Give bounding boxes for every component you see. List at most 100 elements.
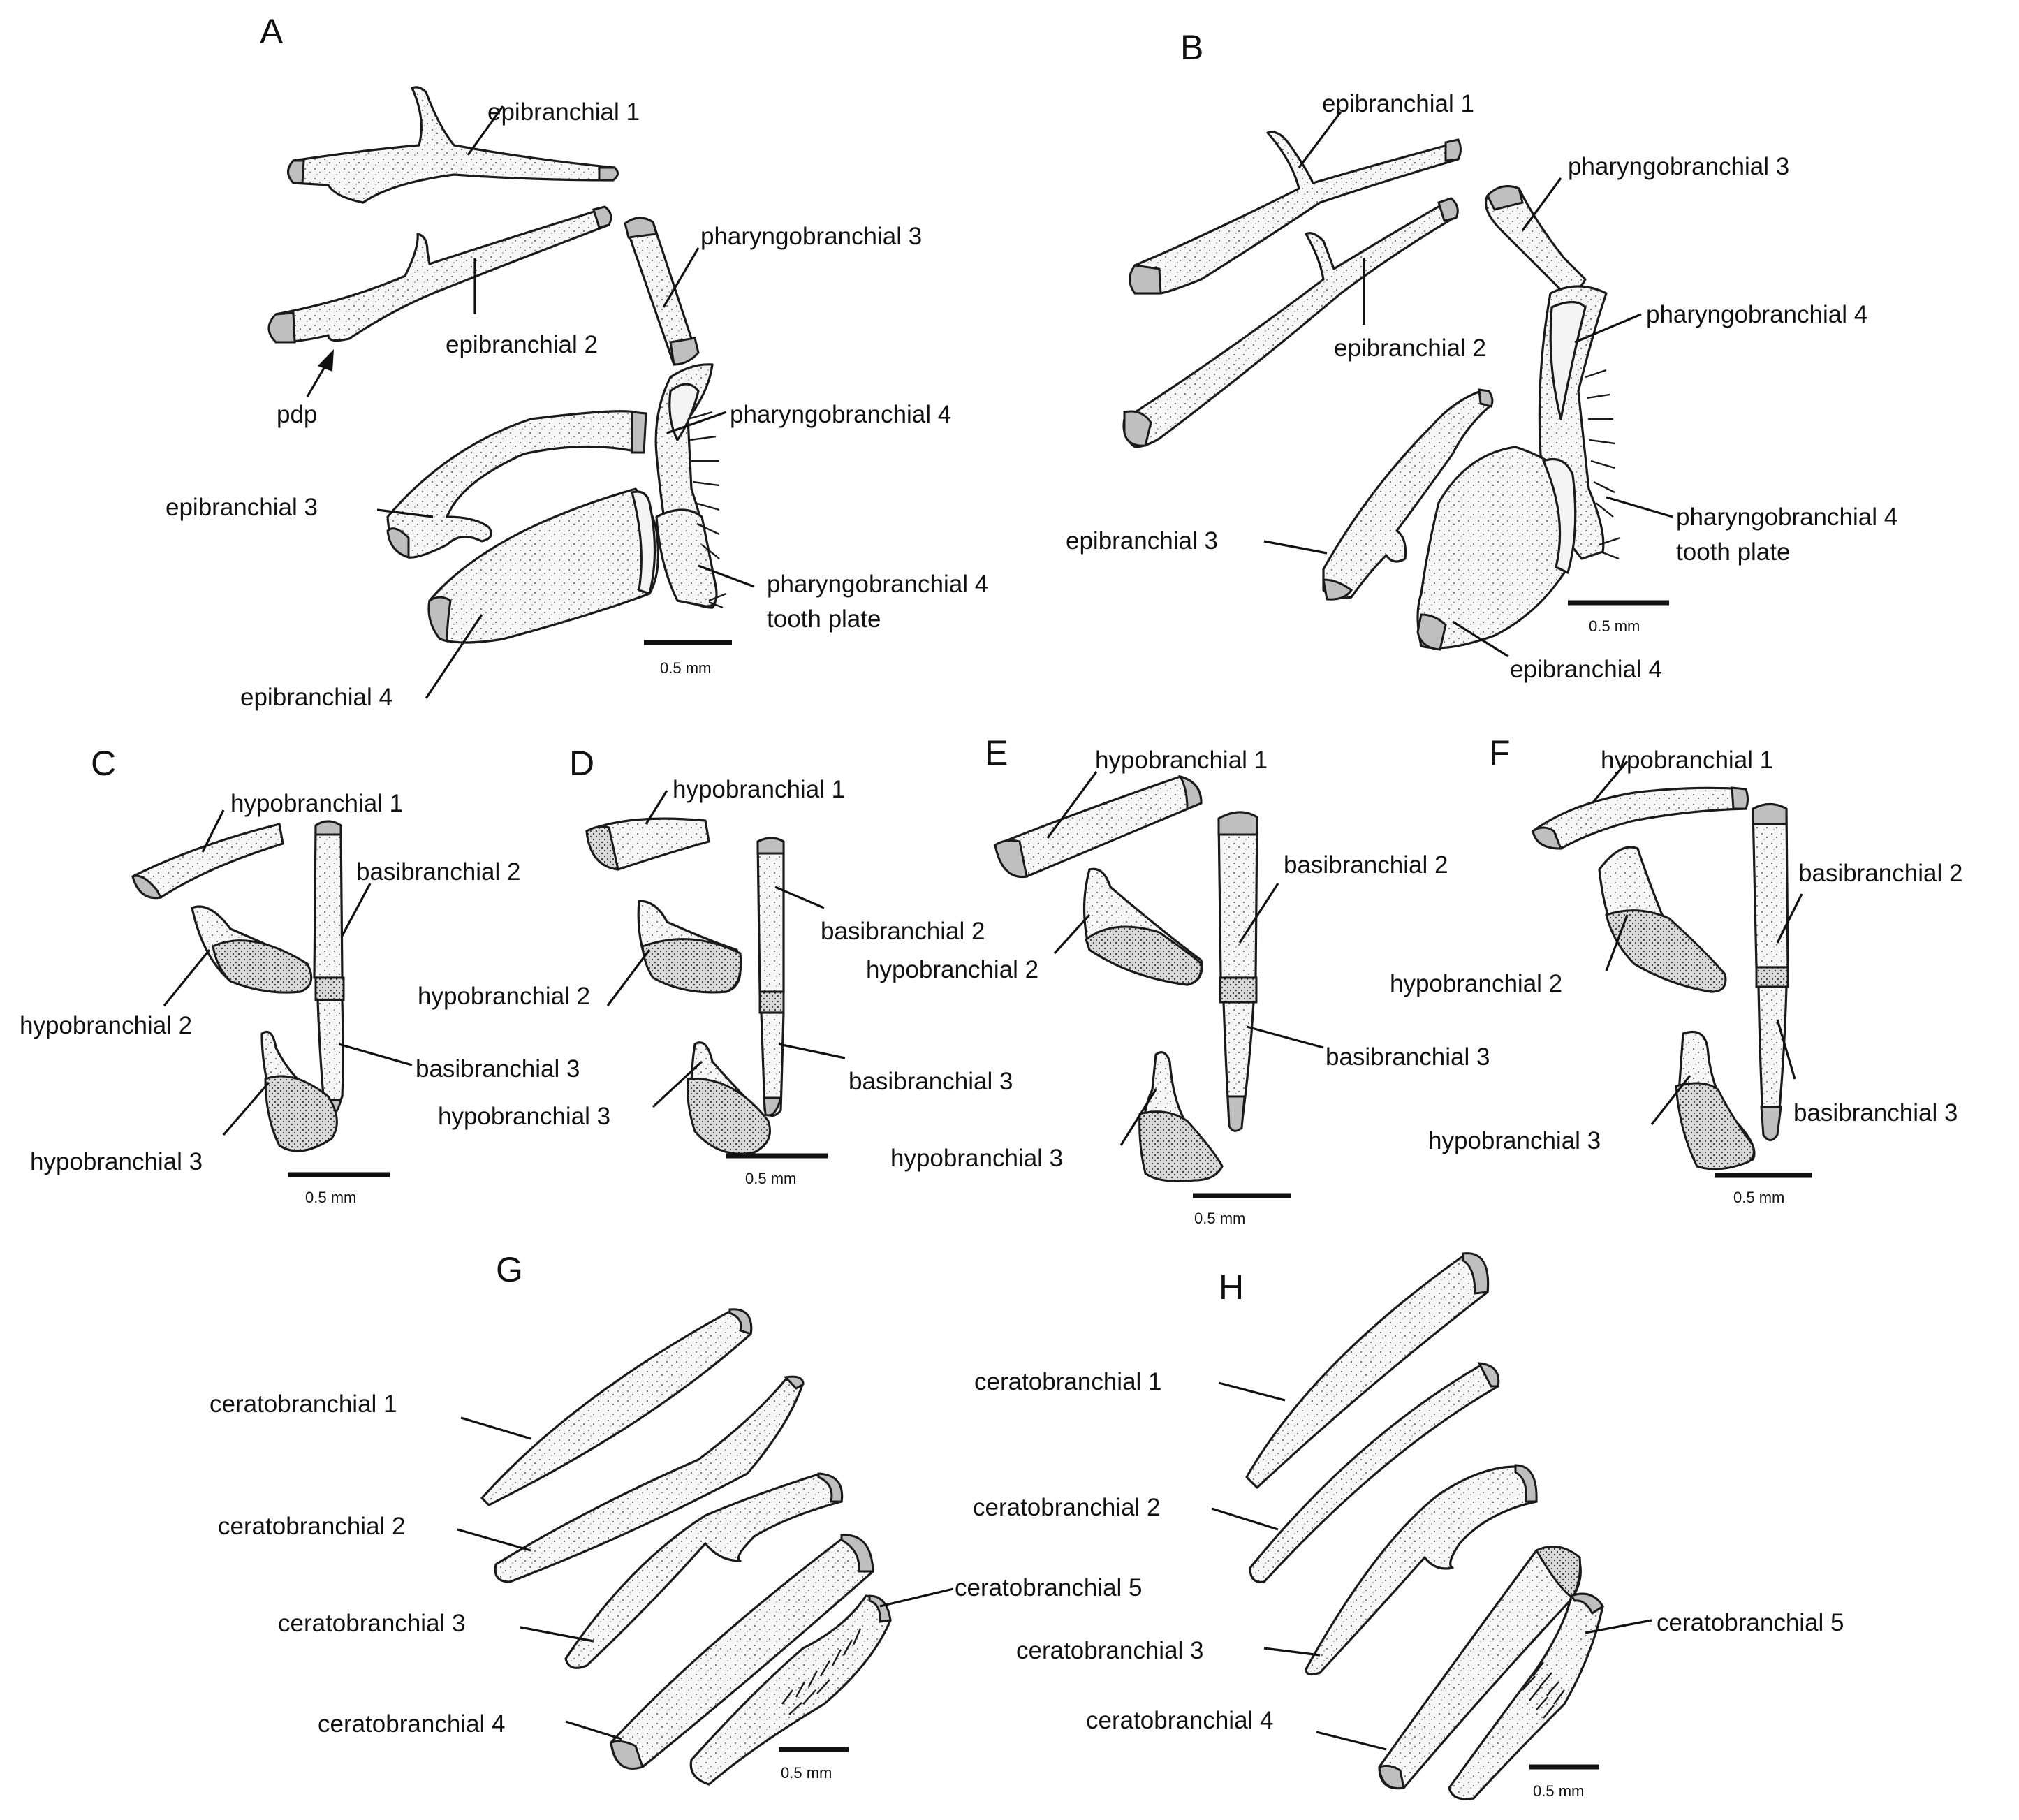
label-b-epibranchial-3: epibranchial 3 [1066, 527, 1218, 555]
epibranchial-4-bone-b [1416, 446, 1577, 651]
label-a-epibranchial-3: epibranchial 3 [166, 494, 318, 521]
label-c-basibranchial-3: basibranchial 3 [416, 1055, 580, 1083]
leader-a-pharyngobranchial-4 [666, 411, 727, 434]
hypobranchial-1-bone-f [1532, 786, 1749, 850]
label-e-hypobranchial-2: hypobranchial 2 [866, 956, 1038, 983]
label-h-ceratobranchial-4: ceratobranchial 4 [1086, 1707, 1274, 1734]
panel-e: E hypobranchial 1 basibranchial 2 basibr… [866, 733, 1490, 1227]
leader-f-hypobranchial-3 [1650, 1075, 1691, 1125]
leader-f-hypobranchial-2 [1605, 914, 1629, 971]
leader-f-basibranchial-2 [1776, 893, 1803, 944]
basibranchial-3-bone-e [1222, 1001, 1255, 1132]
leader-e-hypobranchial-3 [1119, 1089, 1157, 1146]
label-h-ceratobranchial-1: ceratobranchial 1 [974, 1368, 1162, 1395]
leader-b-epibranchial-3 [1263, 540, 1328, 555]
label-f-basibranchial-3: basibranchial 3 [1793, 1099, 1958, 1127]
basibranchial-2-bone-f [1752, 802, 1789, 988]
leader-h-ceratobranchial-5 [1585, 1619, 1652, 1634]
panel-f: F hypobranchial 1 basibranchial 2 basibr… [1390, 733, 1962, 1206]
hypobranchial-3-bone-d [686, 1041, 771, 1155]
leader-a-pharyngobranchial-3 [662, 247, 700, 308]
panel-letter-d: D [569, 744, 594, 783]
panel-letter-a: A [260, 12, 284, 51]
panel-h: H ceratobranchial 1 ceratobranchial 2 ce… [973, 1252, 1844, 1800]
panel-b: B epibranchial 1 epibranchial 2 pharyngo… [1066, 28, 1897, 683]
leader-g-ceratobranchial-1 [460, 1416, 531, 1440]
label-a-epibranchial-4: epibranchial 4 [240, 684, 392, 711]
hypobranchial-1-bone-d [585, 817, 710, 871]
label-b-epibranchial-4: epibranchial 4 [1510, 656, 1662, 683]
leader-a-epibranchial-3 [376, 508, 434, 518]
leader-b-pharyngobranchial-3 [1521, 177, 1562, 231]
leader-h-ceratobranchial-3 [1263, 1647, 1321, 1657]
leader-g-ceratobranchial-3 [520, 1626, 594, 1643]
epibranchial-3-bone [386, 410, 647, 559]
label-b-pharyngobranchial-3: pharyngobranchial 3 [1568, 153, 1789, 180]
label-h-ceratobranchial-2: ceratobranchial 2 [973, 1494, 1161, 1521]
leader-d-basibranchial-3 [778, 1043, 846, 1059]
leader-c-hypobranchial-2 [163, 948, 211, 1007]
panel-g: G ceratobranchial 1 ceratobranchial 2 ce… [210, 1250, 1143, 1786]
leader-d-hypobranchial-3 [652, 1060, 703, 1108]
ceratobranchial-5-bone-g [689, 1594, 892, 1786]
scale-label-e: 0.5 mm [1194, 1210, 1245, 1227]
label-a-pdp: pdp [277, 401, 317, 428]
hypobranchial-3-bone-e [1138, 1051, 1224, 1182]
hypobranchial-2-bone-f [1598, 846, 1727, 993]
panel-letter-b: B [1180, 28, 1203, 67]
label-d-hypobranchial-3: hypobranchial 3 [438, 1103, 610, 1130]
ceratobranchial-1-bone-h [1245, 1252, 1490, 1489]
label-c-hypobranchial-1: hypobranchial 1 [230, 790, 403, 817]
ceratobranchial-1-bone-g [480, 1308, 753, 1506]
label-a-tooth-plate-line1: pharyngobranchial 4 [767, 571, 988, 598]
epibranchial-1-bone-b [1129, 131, 1462, 295]
leader-b-pharyngobranchial-4 [1574, 313, 1642, 344]
label-d-basibranchial-2: basibranchial 2 [821, 918, 985, 945]
pharyngobranchial-3-bone-b [1484, 185, 1587, 295]
ceratobranchial-2-bone-g [494, 1375, 805, 1583]
panel-c: C hypobranchial 1 basibranchial 2 basibr… [20, 744, 580, 1206]
label-b-epibranchial-2: epibranchial 2 [1334, 335, 1486, 362]
label-g-ceratobranchial-2: ceratobranchial 2 [218, 1513, 406, 1540]
leader-b-tooth-plate [1606, 496, 1673, 518]
ceratobranchial-3-bone-h [1305, 1464, 1538, 1676]
basibranchial-3-bone-f [1757, 985, 1788, 1141]
leader-e-basibranchial-3 [1246, 1025, 1324, 1049]
basibranchial-2-bone-d [756, 837, 785, 1014]
label-g-ceratobranchial-1: ceratobranchial 1 [210, 1390, 397, 1418]
leader-g-ceratobranchial-5 [879, 1587, 954, 1608]
hypobranchial-2-bone-e [1082, 867, 1203, 986]
hypobranchial-2-bone-c [191, 905, 313, 994]
ceratobranchial-4-bone-g [610, 1534, 874, 1770]
epibranchial-3-bone-b [1322, 388, 1494, 601]
leader-c-basibranchial-3 [338, 1043, 413, 1066]
leader-b-epibranchial-4 [1452, 620, 1509, 658]
leader-d-hypobranchial-2 [606, 949, 651, 1006]
leader-d-basibranchial-2 [774, 886, 825, 909]
panel-a: A epibranchial 1 epibranchial 2 pdp phar… [166, 12, 988, 711]
leader-f-hypobranchial-1 [1591, 760, 1629, 805]
hypobranchial-1-bone-e [994, 775, 1203, 879]
epibranchial-4-bone [427, 487, 660, 644]
label-c-hypobranchial-3: hypobranchial 3 [30, 1148, 203, 1175]
scale-label-f: 0.5 mm [1733, 1189, 1784, 1206]
basibranchial-2-bone-c [313, 820, 345, 1001]
leader-a-epibranchial-4 [425, 614, 483, 699]
ceratobranchial-3-bone-g [564, 1472, 844, 1669]
leader-h-ceratobranchial-1 [1218, 1381, 1286, 1402]
scale-label-b: 0.5 mm [1589, 617, 1640, 635]
label-d-hypobranchial-1: hypobranchial 1 [673, 776, 845, 803]
leader-g-ceratobranchial-2 [457, 1528, 531, 1552]
label-g-ceratobranchial-5: ceratobranchial 5 [955, 1574, 1143, 1601]
label-b-epibranchial-1: epibranchial 1 [1322, 90, 1474, 117]
label-h-ceratobranchial-5: ceratobranchial 5 [1657, 1609, 1844, 1636]
label-c-basibranchial-2: basibranchial 2 [356, 858, 520, 886]
label-a-tooth-plate-line2: tooth plate [767, 606, 881, 633]
leader-e-hypobranchial-2 [1053, 913, 1091, 955]
leader-a-tooth-plate [698, 564, 755, 588]
label-f-basibranchial-2: basibranchial 2 [1798, 860, 1962, 887]
leader-h-ceratobranchial-4 [1316, 1731, 1387, 1751]
label-e-basibranchial-3: basibranchial 3 [1326, 1043, 1490, 1071]
tooth-plate-teeth-a [687, 411, 727, 609]
label-g-ceratobranchial-3: ceratobranchial 3 [278, 1610, 466, 1637]
